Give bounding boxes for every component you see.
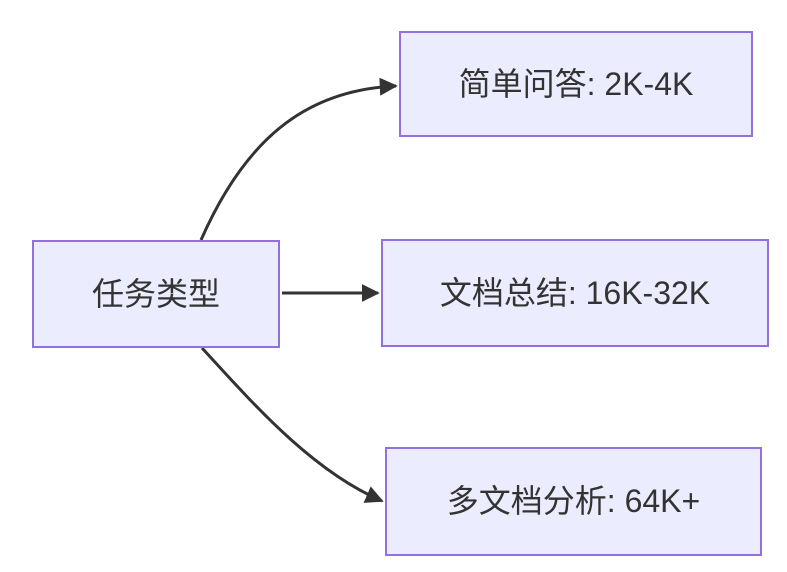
node-task-type-label: 任务类型	[91, 275, 220, 312]
edge-task-type-to-multi-doc	[200, 346, 384, 503]
node-multi-doc: 多文档分析: 64K+	[385, 447, 762, 556]
node-multi-doc-label: 多文档分析: 64K+	[446, 483, 701, 520]
node-simple-qa: 简单问答: 2K-4K	[399, 31, 753, 137]
node-doc-summary-label: 文档总结: 16K-32K	[439, 274, 711, 311]
edge-task-type-to-simple-qa	[199, 77, 398, 241]
node-task-type: 任务类型	[32, 240, 280, 348]
node-simple-qa-label: 简单问答: 2K-4K	[458, 65, 694, 102]
node-doc-summary: 文档总结: 16K-32K	[381, 239, 769, 347]
